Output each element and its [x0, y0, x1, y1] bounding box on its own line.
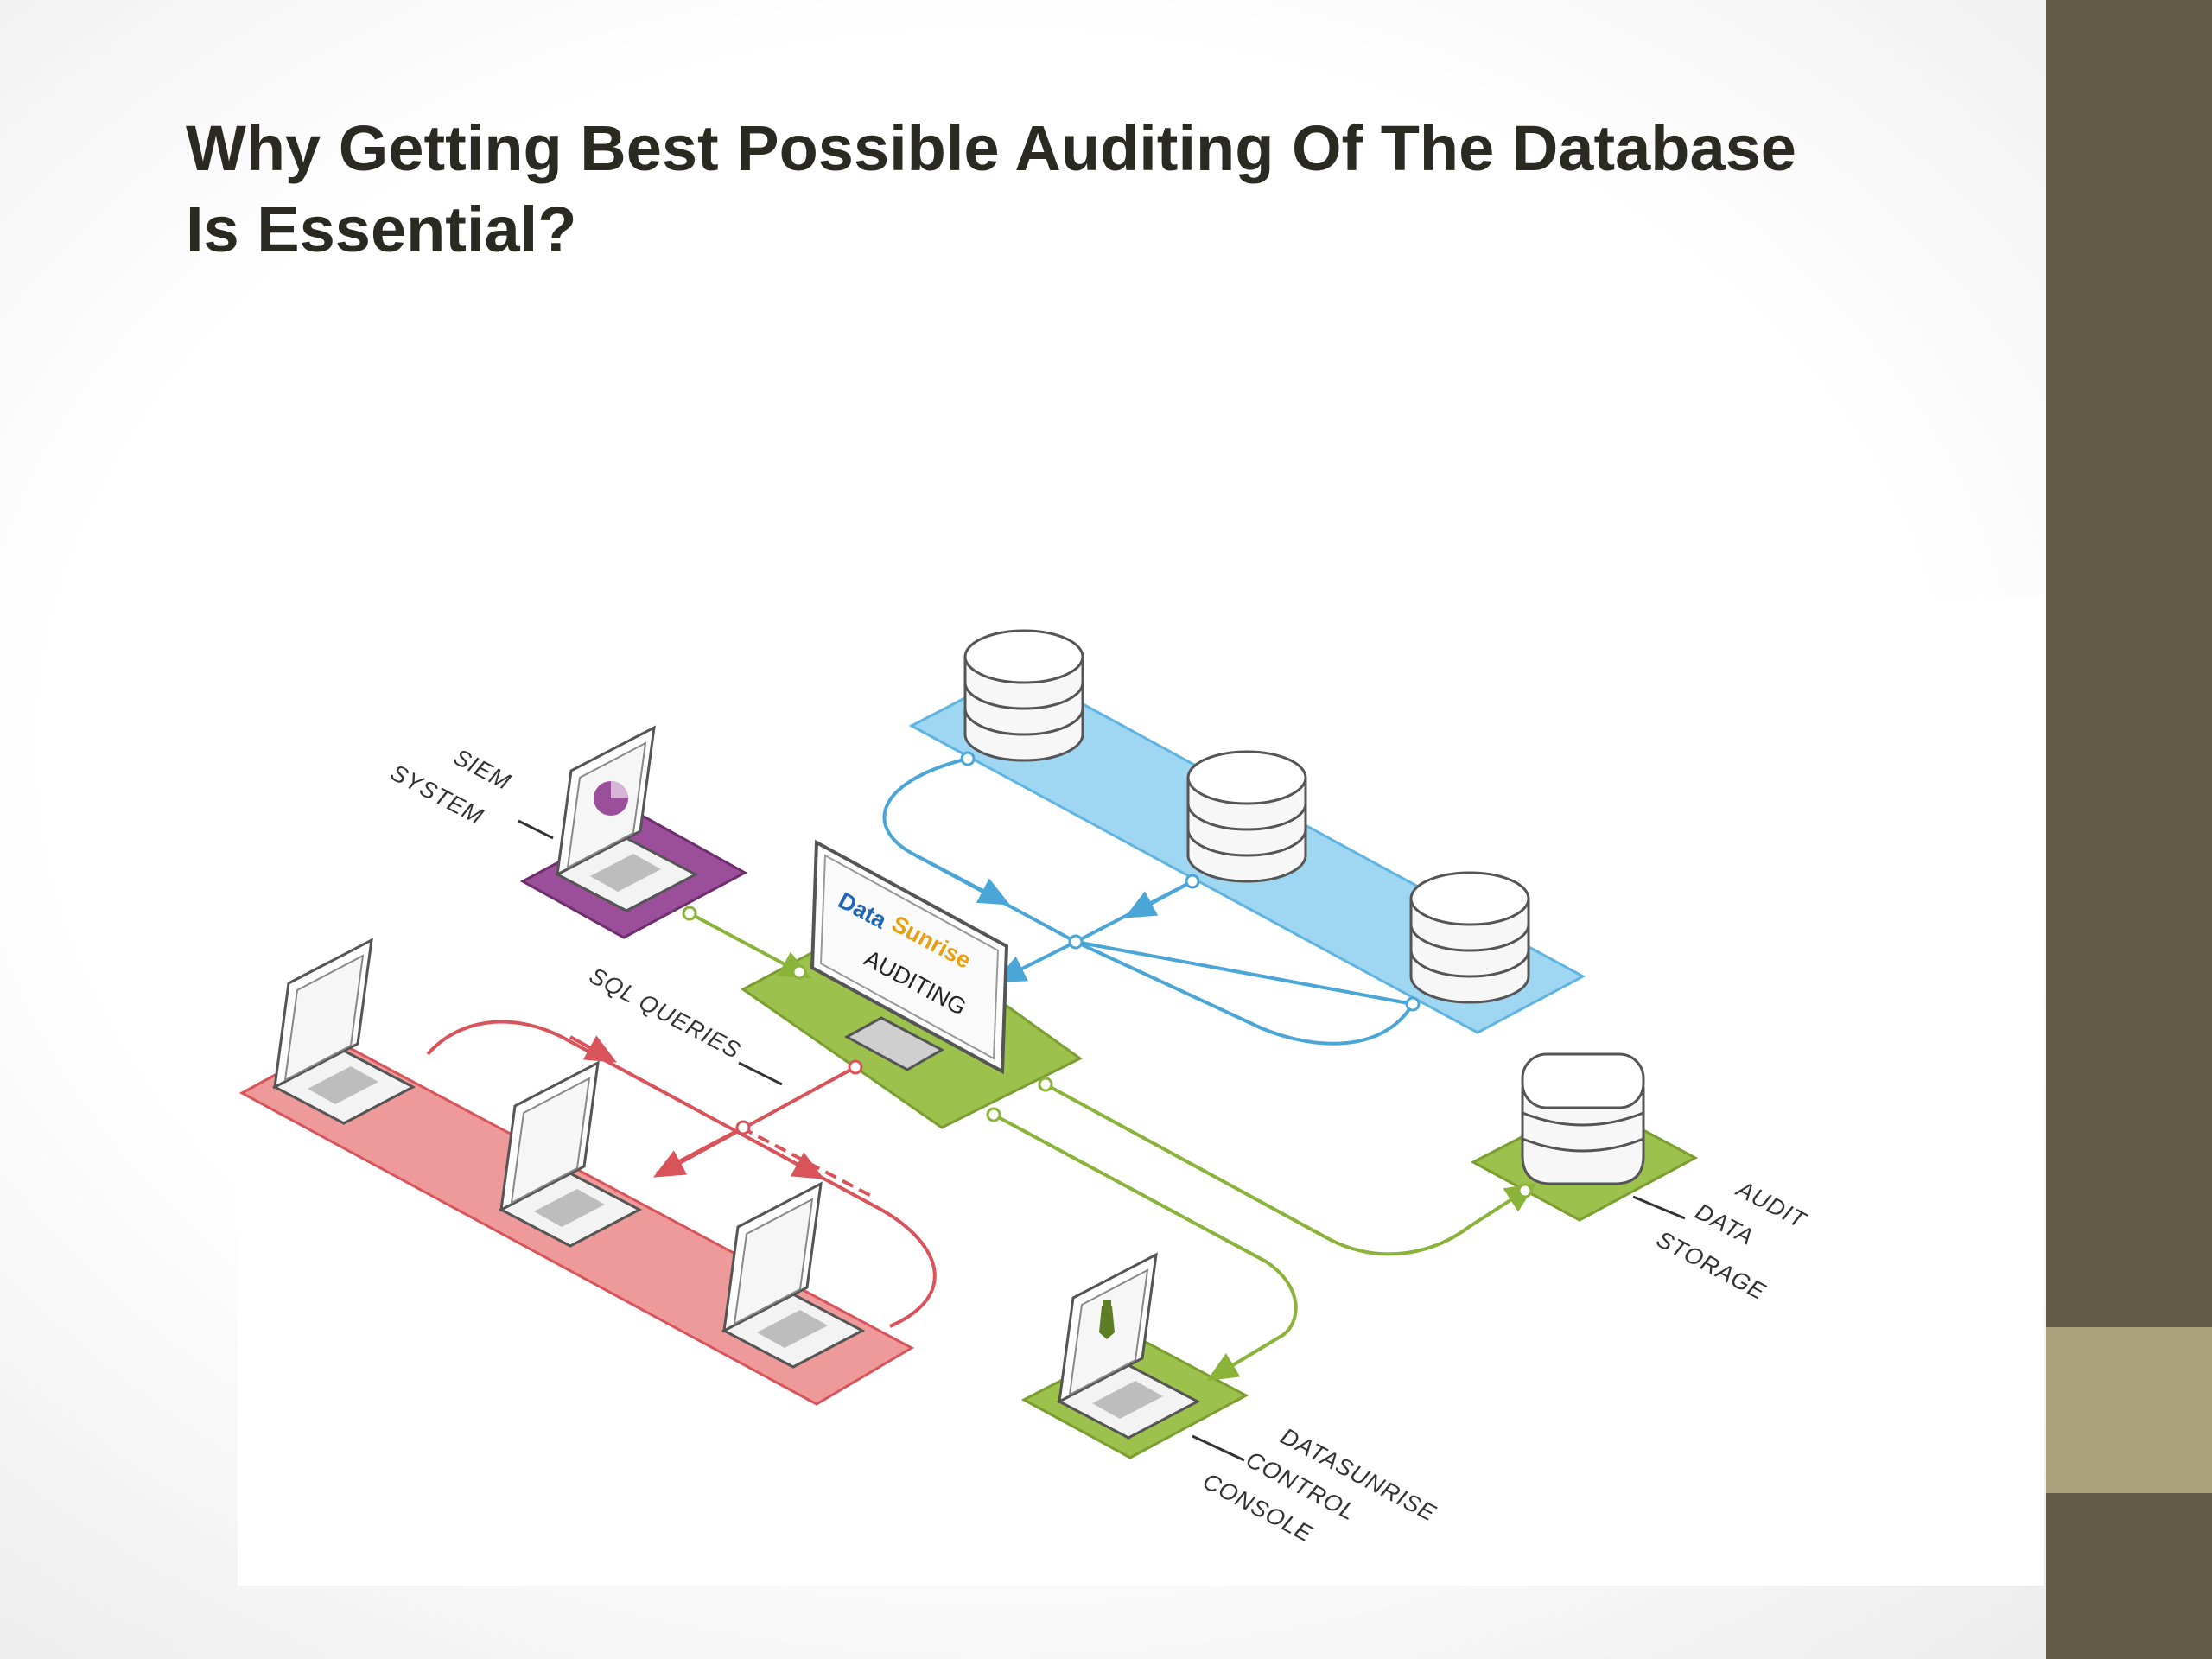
sql-flow-lines — [426, 1020, 937, 1328]
sidebar-accent-block — [2046, 1327, 2212, 1493]
siem-laptop-icon — [556, 726, 697, 912]
sql-flow-nodes — [735, 1059, 863, 1135]
svg-text:SQL QUERIES: SQL QUERIES — [585, 963, 745, 1064]
database-icon — [963, 629, 1084, 762]
datasunrise-control-console-label: DATASUNRISE CONTROL CONSOLE — [1192, 1423, 1440, 1548]
database-icon — [1409, 871, 1530, 1004]
siem-system-label: SIEM SYSTEM — [386, 744, 554, 840]
title-line-1: Why Getting Best Possible Auditing Of Th… — [186, 112, 1796, 184]
title-line-2: Is Essential? — [186, 194, 577, 265]
audit-storage-database-icon — [1521, 1052, 1645, 1185]
svg-text:SIEM: SIEM — [449, 744, 515, 795]
audit-data-storage-label: AUDIT DATA STORAGE — [1632, 1175, 1812, 1305]
console-laptop-icon — [1058, 1253, 1199, 1440]
client-laptop-icon — [722, 1182, 864, 1369]
database-icon — [1186, 750, 1307, 883]
audit-flow-lines — [689, 912, 1537, 1382]
client-laptop-icon — [273, 938, 415, 1125]
client-laptop-icon — [499, 1061, 641, 1248]
audit-flow-nodes — [682, 906, 1533, 1198]
database-flow-lines — [882, 757, 1414, 1046]
database-flow-nodes — [960, 751, 1421, 1012]
auditing-monitor: Data Sunrise AUDITING — [810, 839, 1009, 1075]
slide-title: Why Getting Best Possible Auditing Of Th… — [186, 108, 2000, 270]
